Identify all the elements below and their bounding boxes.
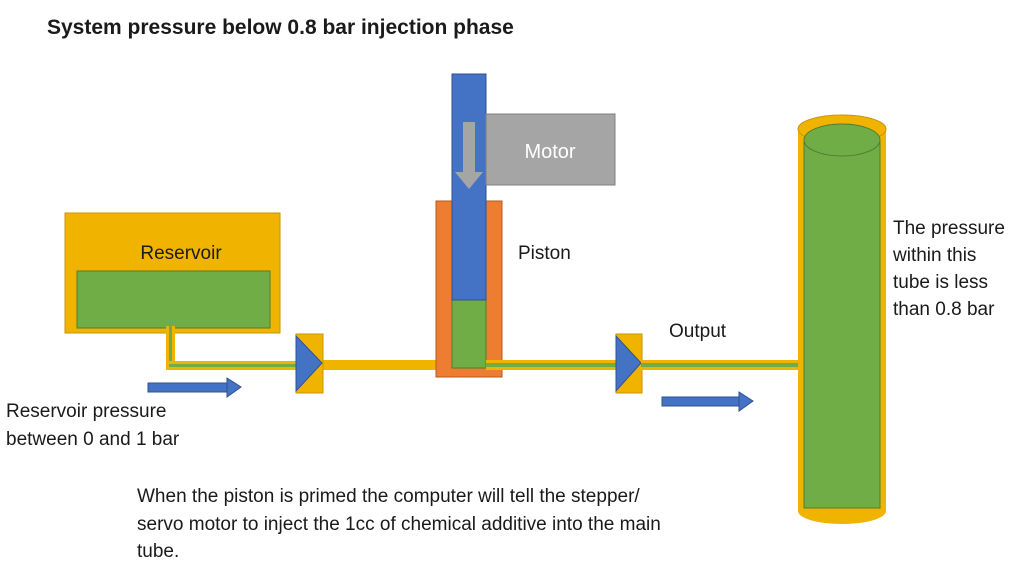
main-tube-liquid xyxy=(803,141,881,509)
piston-assembly: Piston xyxy=(435,73,571,378)
down-arrow-icon xyxy=(455,122,483,189)
motor-label: Motor xyxy=(524,141,575,163)
reservoir-outlet-pipe xyxy=(166,326,296,370)
output-label: Output xyxy=(669,321,727,342)
caption-line-1: When the piston is primed the computer w… xyxy=(137,486,640,507)
reservoir: Reservoir xyxy=(64,212,281,334)
output-valve-arrow xyxy=(615,334,642,393)
tube-pressure-line-4: than 0.8 bar xyxy=(893,299,995,320)
flow-arrow-icon xyxy=(147,377,242,398)
pipe-to-piston xyxy=(322,360,440,370)
main-tube-pipe-liquid xyxy=(641,363,806,367)
flow-arrow-icon xyxy=(661,391,754,412)
outlet-pipe-horizontal-liquid xyxy=(169,364,296,367)
tube-pressure-line-2: within this xyxy=(892,245,976,266)
caption-line-2: servo motor to inject the 1cc of chemica… xyxy=(137,514,661,535)
output-pipe-left-liquid xyxy=(486,363,616,367)
tube-pressure-line-3: tube is less xyxy=(893,272,988,293)
pipe-to-output xyxy=(486,360,616,370)
output-check-valve xyxy=(615,333,643,394)
inlet-check-valve xyxy=(295,333,324,394)
motor-body xyxy=(485,113,616,186)
main-tube-top-liquid xyxy=(803,123,881,157)
reservoir-liquid xyxy=(76,270,271,329)
inlet-valve-arrow xyxy=(295,334,323,393)
pipe-to-main-tube xyxy=(641,360,806,370)
main-tube xyxy=(797,114,887,524)
outlet-pipe-vertical-liquid xyxy=(169,326,172,368)
tube-pressure-line-1: The pressure xyxy=(893,218,1005,239)
piston-chamber-liquid xyxy=(451,299,487,369)
reservoir-pressure-line-1: Reservoir pressure xyxy=(6,401,167,422)
page-title: System pressure below 0.8 bar injection … xyxy=(47,16,514,39)
caption-line-3: tube. xyxy=(137,541,179,562)
motor: Motor xyxy=(485,113,616,186)
reservoir-label: Reservoir xyxy=(140,243,222,264)
reservoir-pressure-line-2: between 0 and 1 bar xyxy=(6,429,180,450)
piston-rod xyxy=(451,73,487,301)
piston-label: Piston xyxy=(518,243,571,264)
